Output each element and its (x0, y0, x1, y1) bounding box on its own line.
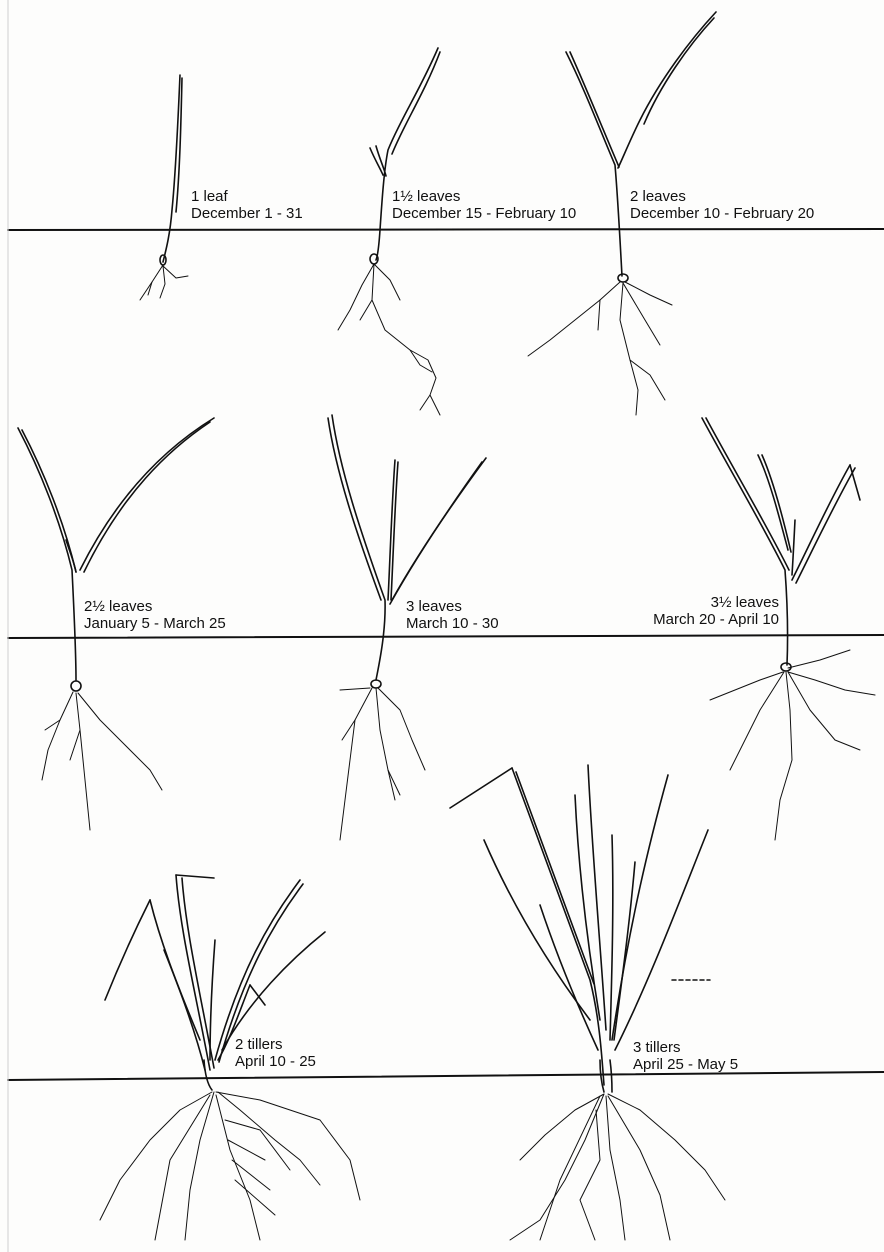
stage-text: 2 tillers (235, 1036, 316, 1053)
stage-text: 2½ leaves (84, 598, 226, 615)
stage-text: 2 leaves (630, 188, 814, 205)
stage-text: 1½ leaves (392, 188, 576, 205)
soil-lines (8, 229, 884, 1080)
date-range-text: April 25 - May 5 (633, 1056, 738, 1073)
date-range-text: April 10 - 25 (235, 1053, 316, 1070)
date-range-text: March 10 - 30 (406, 615, 499, 632)
date-range-text: January 5 - March 25 (84, 615, 226, 632)
label-1-5-leaves: 1½ leaves December 15 - February 10 (392, 188, 576, 222)
label-2-tillers: 2 tillers April 10 - 25 (235, 1036, 316, 1070)
date-range-text: December 15 - February 10 (392, 205, 576, 222)
plant-1-5-leaves (338, 48, 440, 415)
plant-3-5-leaves (702, 418, 875, 840)
label-2-leaves: 2 leaves December 10 - February 20 (630, 188, 814, 222)
date-range-text: December 10 - February 20 (630, 205, 814, 222)
date-range-text: March 20 - April 10 (632, 611, 779, 628)
stage-text: 1 leaf (191, 188, 303, 205)
label-3-tillers: 3 tillers April 25 - May 5 (633, 1039, 738, 1073)
stage-text: 3½ leaves (632, 594, 779, 611)
plant-3-tillers (450, 765, 725, 1240)
label-1-leaf: 1 leaf December 1 - 31 (191, 188, 303, 222)
stage-text: 3 tillers (633, 1039, 738, 1056)
label-3-leaves: 3 leaves March 10 - 30 (406, 598, 499, 632)
plant-2-tillers (100, 875, 360, 1240)
plant-1-leaf (140, 75, 188, 300)
date-range-text: December 1 - 31 (191, 205, 303, 222)
label-3-5-leaves: 3½ leaves March 20 - April 10 (632, 594, 779, 628)
label-2-5-leaves: 2½ leaves January 5 - March 25 (84, 598, 226, 632)
stage-text: 3 leaves (406, 598, 499, 615)
